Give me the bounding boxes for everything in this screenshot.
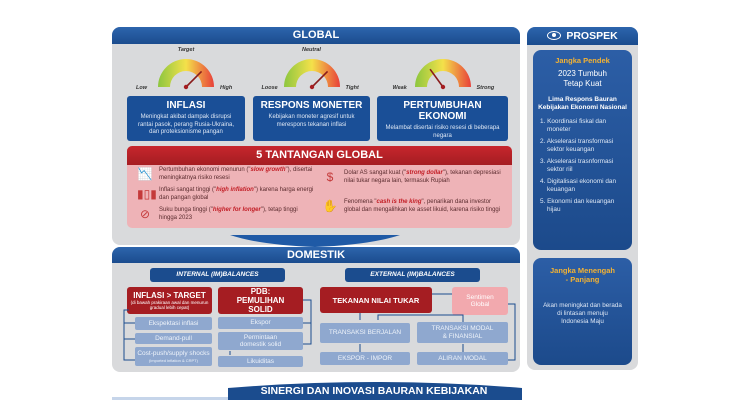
policy-response-item: 4. Digitalisasi ekonomi dan keuangan xyxy=(540,178,617,193)
challenge-text: Inflasi sangat tinggi ("high inflation")… xyxy=(159,187,314,201)
gauge-needle xyxy=(428,68,444,88)
short-term-subtitle: Lima Respons Bauran Kebijakan Ekonomi Na… xyxy=(538,96,627,111)
pdb-box: PDB: PEMULIHAN SOLID xyxy=(218,287,303,314)
challenge-text: Fenomena "cash is the king", penarikan d… xyxy=(344,199,501,213)
gauge-right-label: Strong xyxy=(476,85,495,91)
gauge-left-label: Weak xyxy=(392,85,407,91)
dollar-icon: $ xyxy=(326,170,334,184)
indicator-title: INFLASI xyxy=(166,100,206,111)
current-account-box: TRANSAKSI BERJALAN xyxy=(320,323,410,343)
gauge-needle xyxy=(185,70,203,88)
declining-chart-icon: 📉 xyxy=(137,167,153,181)
driver-cost-push: Cost-push/supply shocks (imported inflat… xyxy=(135,347,212,366)
interest-rate-icon: ⊘ xyxy=(139,207,151,221)
connector-arrows xyxy=(123,293,516,361)
inflation-target-label: INFLASI > TARGET xyxy=(133,291,206,300)
global-header: GLOBAL xyxy=(112,27,520,44)
capital-account-box: TRANSAKSI MODAL & FINANSIAL xyxy=(417,322,508,343)
prospek-header: PROSPEK xyxy=(527,27,638,45)
global-indicator-box: RESPONS MONETER Kebijakan moneter agresi… xyxy=(253,96,370,141)
challenges-header: 5 TANTANGAN GLOBAL xyxy=(127,146,512,165)
global-indicator-box: PERTUMBUHAN EKONOMI Melambat disertai ri… xyxy=(377,96,508,141)
gauge-1 xyxy=(283,59,340,90)
indicator-desc: Meningkat akibat dampak disrupsi rantai … xyxy=(137,114,235,135)
inflation-target-box: INFLASI > TARGET (di bawah prakiraan awa… xyxy=(127,287,212,314)
inflation-target-note: (di bawah prakiraan awal dan menurun gra… xyxy=(130,300,209,310)
challenge-text: Dolar AS sangat kuat ("strong dollar"), … xyxy=(344,170,501,184)
indicator-title: RESPONS MONETER xyxy=(260,100,363,111)
exchange-rate-pressure-box: TEKANAN NILAI TUKAR xyxy=(320,287,432,313)
indicator-title: PERTUMBUHAN EKONOMI xyxy=(403,100,482,122)
gauge-right-label: High xyxy=(220,85,233,91)
export-import-box: EKSPOR - IMPOR xyxy=(320,352,410,365)
bottom-line xyxy=(112,397,228,400)
cost-push-label: Cost-push/supply shocks xyxy=(137,350,210,358)
challenge-item: ▮▯▮ Inflasi sangat tinggi ("high inflati… xyxy=(137,187,317,202)
capital-flows-box: ALIRAN MODAL xyxy=(417,352,508,365)
global-indicator-box: INFLASI Meningkat akibat dampak disrupsi… xyxy=(127,96,245,141)
challenge-item: 📉 Pertumbuhan ekonomi menurun ("slow gro… xyxy=(137,167,317,182)
eye-icon xyxy=(547,31,562,40)
prospek-title: PROSPEK xyxy=(566,30,618,42)
policy-response-item: 1. Koordinasi fiskal dan moneter xyxy=(540,118,607,133)
down-arrow xyxy=(230,235,400,247)
long-term-box: Jangka Menengah - Panjang Akan meningkat… xyxy=(533,258,632,365)
global-sentiment-box: Sentimen Global xyxy=(452,287,508,315)
challenge-item: ⊘ Suku bunga tinggi ("higher for longer"… xyxy=(137,207,317,222)
indicator-desc: Kebijakan moneter agresif untuk merespon… xyxy=(268,114,355,128)
gauge-top-label: Target xyxy=(177,47,195,53)
cost-push-note: (imported inflation & CRPT) xyxy=(149,357,198,363)
gauge-left-label: Loose xyxy=(261,85,278,91)
short-term-headline: 2023 Tumbuh Tetap Kuat xyxy=(558,69,607,88)
short-term-box: Jangka Pendek 2023 Tumbuh Tetap Kuat Lim… xyxy=(533,50,632,250)
challenge-item: ✋ Fenomena "cash is the king", penarikan… xyxy=(322,199,502,214)
indicator-desc: Melambat disertai risiko resesi di beber… xyxy=(385,125,500,139)
gauge-top-label: Neutral xyxy=(302,47,321,53)
gauge-left-label: Low xyxy=(136,85,147,91)
domestic-header: DOMESTIK xyxy=(112,247,520,263)
policy-response-item: 3. Akselerasi trasnformasi sektor riil xyxy=(540,158,614,173)
long-term-desc: Akan meningkat dan berada di lintasan me… xyxy=(543,302,622,325)
gauge-2 xyxy=(414,59,471,90)
policy-response-item: 2. Akselerasi transformasi sektor keuang… xyxy=(540,138,614,153)
driver-demand-pull: Demand-pull xyxy=(135,333,212,344)
short-term-label: Jangka Pendek xyxy=(555,56,610,65)
driver-export: Ekspor xyxy=(218,317,303,329)
cash-icon: ✋ xyxy=(322,199,338,213)
banner-shape xyxy=(228,382,522,400)
policy-response-item: 5. Ekonomi dan keuangan hijau xyxy=(540,198,615,213)
driver-domestic-demand: Permintaan domestik solid xyxy=(218,332,303,350)
driver-inflation-expectation: Ekspektasi inflasi xyxy=(135,317,212,330)
rising-bars-icon: ▮▯▮ xyxy=(137,187,157,201)
driver-liquidity: Likuiditas xyxy=(218,356,303,367)
internal-imbalances-header: INTERNAL (IM)BALANCES xyxy=(150,268,285,282)
policy-banner: SINERGI DAN INOVASI BAURAN KEBIJAKAN xyxy=(260,385,488,397)
gauge-0 xyxy=(158,59,214,90)
challenge-text: Suku bunga tinggi ("higher for longer"),… xyxy=(159,207,298,221)
challenge-text: Pertumbuhan ekonomi menurun ("slow growt… xyxy=(159,167,313,181)
gauge-needle xyxy=(310,70,328,88)
challenge-item: $ Dolar AS sangat kuat ("strong dollar")… xyxy=(322,170,502,185)
gauge-right-label: Tight xyxy=(345,85,359,91)
long-term-label: Jangka Menengah - Panjang xyxy=(549,266,616,284)
external-imbalances-header: EXTERNAL (IM)BALANCES xyxy=(345,268,480,282)
